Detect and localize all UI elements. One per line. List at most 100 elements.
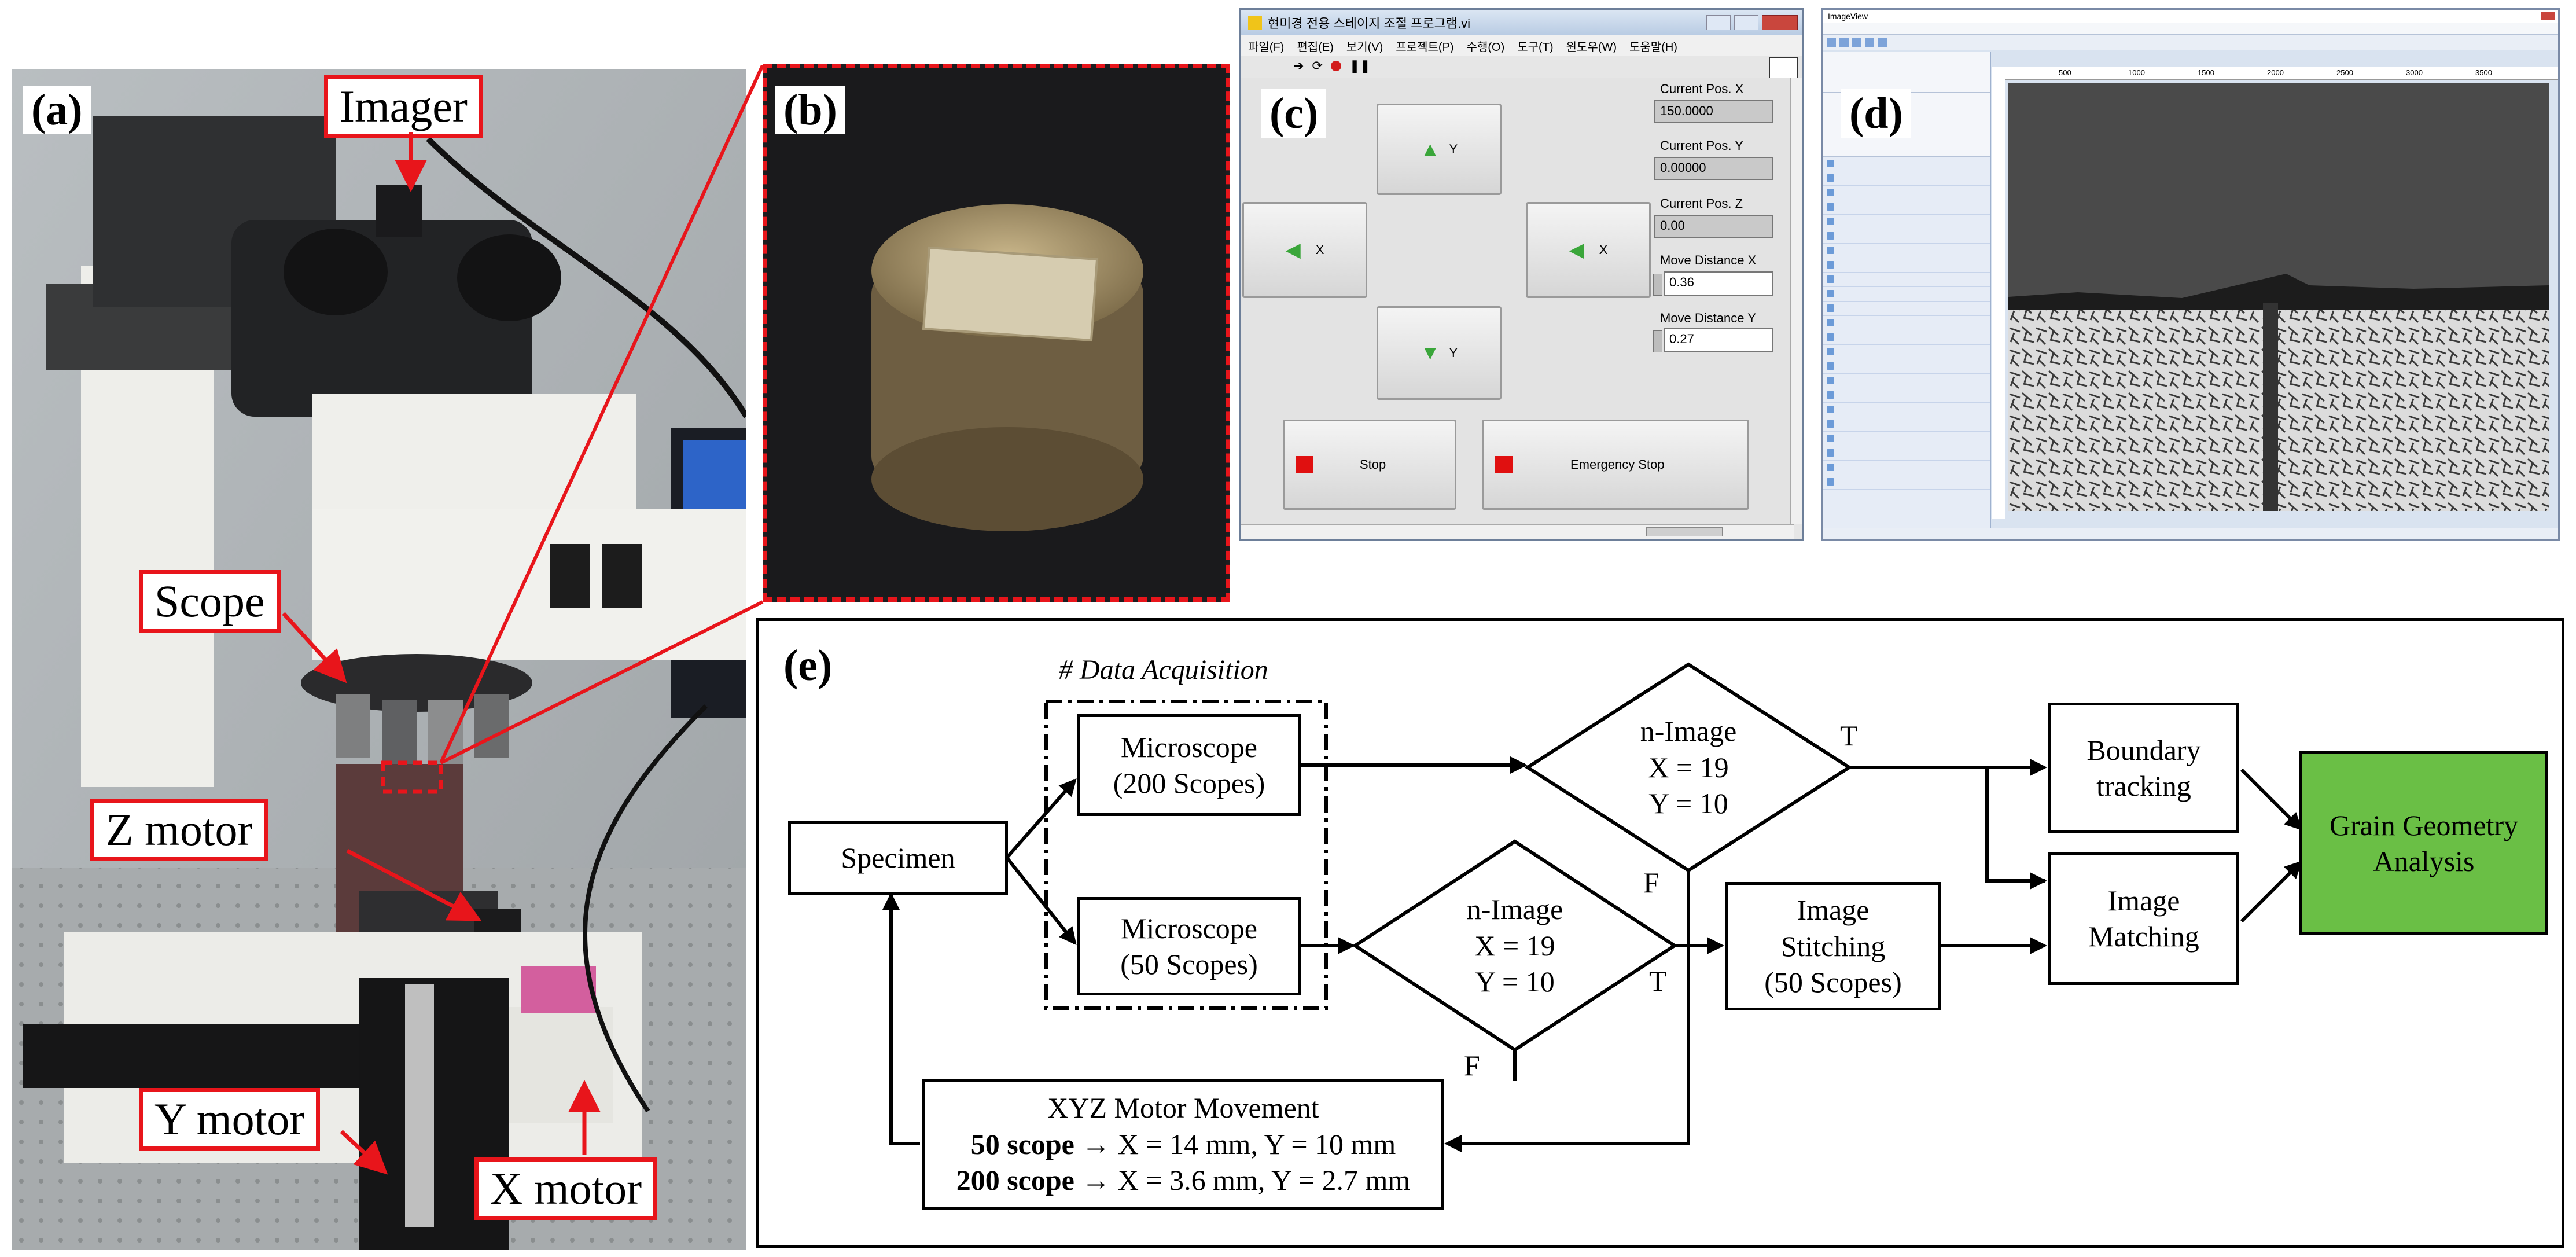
menu-edit[interactable]: 편집(E) <box>1297 41 1334 54</box>
data-acquisition-label: # Data Acquisition <box>1059 655 1268 685</box>
ruler-tick: 2000 <box>2267 68 2284 77</box>
move-distance-x-spinner[interactable] <box>1653 274 1662 296</box>
tool-item[interactable] <box>1823 302 1990 316</box>
micrograph-svg <box>2008 83 2549 511</box>
tool-item[interactable] <box>1823 316 1990 330</box>
tool-item[interactable] <box>1823 461 1990 475</box>
tool-item[interactable] <box>1823 417 1990 432</box>
panel-e-letter: (e) <box>775 641 841 690</box>
minimize-button[interactable] <box>1706 15 1731 30</box>
vertical-scrollbar[interactable] <box>1790 78 1802 524</box>
panel-c-window: 현미경 전용 스테이지 조절 프로그램.vi 파일(F) 편집(E) 보기(V)… <box>1239 8 1804 541</box>
vertical-ruler <box>1992 79 2005 519</box>
tool-item[interactable] <box>1823 229 1990 244</box>
tool-icon[interactable] <box>1865 38 1874 47</box>
pause-icon[interactable]: ❚❚ <box>1349 58 1371 73</box>
data-acquisition-group <box>1044 700 1328 1010</box>
y-down-label: Y <box>1449 346 1458 360</box>
tool-item[interactable] <box>1823 287 1990 302</box>
node-line: Microscope <box>1120 911 1258 944</box>
tool-item[interactable] <box>1823 186 1990 200</box>
emergency-stop-button[interactable]: Emergency Stop <box>1482 420 1749 510</box>
tool-item[interactable] <box>1823 446 1990 461</box>
run-continuous-icon[interactable]: ⟳ <box>1312 58 1323 73</box>
current-pos-x-label: Current Pos. X <box>1660 82 1744 96</box>
node-line: (50 Scopes) <box>1120 948 1258 980</box>
maximize-button[interactable] <box>1734 15 1758 30</box>
tool-item[interactable] <box>1823 388 1990 403</box>
panel-c-letter: (c) <box>1261 89 1327 138</box>
x-left-button[interactable]: ◀ X <box>1242 202 1367 298</box>
run-arrow-icon[interactable]: ➔ <box>1293 58 1304 73</box>
tool-icon[interactable] <box>1878 38 1887 47</box>
viewer-statusbar <box>1823 528 2558 539</box>
tool-pane-header <box>1823 52 1990 93</box>
x-left-label: X <box>1315 242 1324 257</box>
horizontal-scrollbar[interactable] <box>1241 524 1794 539</box>
menu-window[interactable]: 윈도우(W) <box>1566 41 1617 54</box>
tool-item[interactable] <box>1823 359 1990 374</box>
node-line: Matching <box>2088 920 2199 953</box>
viewer-close-button[interactable] <box>2541 12 2555 20</box>
menu-help[interactable]: 도움말(H) <box>1629 41 1677 54</box>
arrow-specimen-to-microscope-50 <box>1005 857 1077 946</box>
node-boundary-tracking: Boundary tracking <box>2048 703 2239 833</box>
y-motor-pointer <box>340 1130 388 1175</box>
tool-item[interactable] <box>1823 157 1990 171</box>
tool-item[interactable] <box>1823 244 1990 258</box>
emergency-stop-label: Emergency Stop <box>1570 457 1665 472</box>
menu-file[interactable]: 파일(F) <box>1248 41 1285 54</box>
xyz-line-50-scope: 50 scope <box>970 1127 1074 1160</box>
tool-item[interactable] <box>1823 345 1990 359</box>
micrograph-image[interactable] <box>2008 83 2549 511</box>
decision-top-text: n-Image X = 19 Y = 10 <box>1603 713 1774 822</box>
menu-bar: 파일(F) 편집(E) 보기(V) 프로젝트(P) 수행(O) 도구(T) 윈도… <box>1241 35 1802 56</box>
stop-button[interactable]: Stop <box>1283 420 1456 510</box>
microscope-photo <box>12 69 746 1250</box>
xyz-line-200: 200 scope → X = 3.6 mm, Y = 2.7 mm <box>956 1162 1411 1199</box>
tool-icon[interactable] <box>1852 38 1861 47</box>
arrow-xyz-to-specimen <box>882 892 920 1145</box>
callout-z-motor: Z motor <box>90 799 268 861</box>
horizontal-scroll-thumb[interactable] <box>1646 527 1723 536</box>
panel-b-letter: (b) <box>775 86 845 134</box>
move-distance-x-input[interactable]: 0.36 <box>1664 271 1773 296</box>
tool-item[interactable] <box>1823 475 1990 490</box>
viewer-toolbar <box>1823 35 2558 50</box>
menu-view[interactable]: 보기(V) <box>1346 41 1383 54</box>
tool-item[interactable] <box>1823 200 1990 215</box>
y-up-label: Y <box>1449 142 1458 156</box>
tool-item[interactable] <box>1823 258 1990 273</box>
ruler-tick: 500 <box>2059 68 2071 77</box>
close-button[interactable] <box>1762 15 1798 30</box>
panel-a-photo <box>12 69 746 1250</box>
node-image-matching: Image Matching <box>2048 852 2239 985</box>
tool-item[interactable] <box>1823 403 1990 417</box>
y-down-button[interactable]: ▼ Y <box>1377 306 1502 400</box>
tool-item[interactable] <box>1823 432 1990 446</box>
tool-item[interactable] <box>1823 330 1990 345</box>
node-line: Y = 10 <box>1475 965 1555 998</box>
abort-icon[interactable] <box>1330 61 1341 71</box>
callout-imager: Imager <box>324 75 483 138</box>
menu-project[interactable]: 프로젝트(P) <box>1396 41 1454 54</box>
move-distance-y-label: Move Distance Y <box>1660 311 1756 325</box>
tool-item[interactable] <box>1823 273 1990 287</box>
node-line: Microscope <box>1120 730 1258 763</box>
move-distance-y-input[interactable]: 0.27 <box>1664 328 1773 352</box>
node-line: X = 19 <box>1648 751 1729 784</box>
node-line: Y = 10 <box>1648 787 1728 819</box>
ruler-tick: 3000 <box>2406 68 2423 77</box>
x-right-button[interactable]: ◀ X <box>1526 202 1651 298</box>
zoom-line-upper <box>439 64 764 764</box>
y-up-button[interactable]: ▲ Y <box>1377 104 1502 195</box>
tool-item[interactable] <box>1823 171 1990 186</box>
menu-operate[interactable]: 수행(O) <box>1466 41 1505 54</box>
move-distance-y-spinner[interactable] <box>1653 330 1662 352</box>
tool-item[interactable] <box>1823 374 1990 388</box>
tool-icon[interactable] <box>1839 38 1849 47</box>
edge-label-top-true: T <box>1840 719 1858 752</box>
tool-item[interactable] <box>1823 215 1990 229</box>
menu-tools[interactable]: 도구(T) <box>1517 41 1554 54</box>
tool-icon[interactable] <box>1827 38 1836 47</box>
